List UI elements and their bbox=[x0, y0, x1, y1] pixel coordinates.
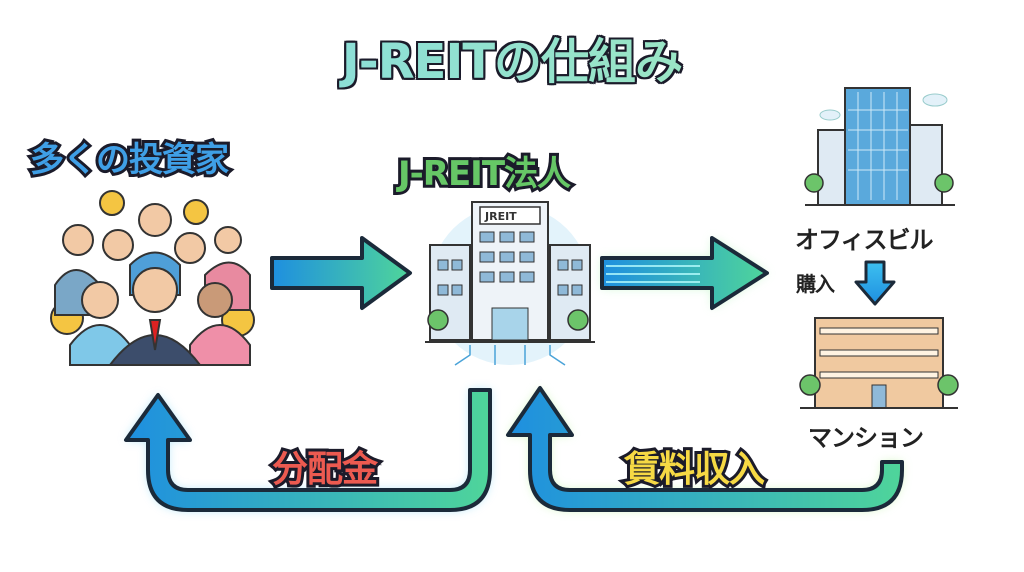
mansion-illustration bbox=[799, 317, 959, 409]
office-building-illustration bbox=[804, 87, 955, 206]
rent-income-label: 賃料収入 bbox=[621, 446, 768, 493]
page-title: J-REITの仕組み bbox=[0, 22, 1024, 92]
distribution-label: 分配金 bbox=[269, 446, 381, 493]
investors-label: 多くの投資家 bbox=[27, 137, 232, 183]
reit-building-sign: JREIT bbox=[485, 210, 517, 223]
reit-building-illustration bbox=[425, 201, 595, 366]
office-building-label: オフィスビル bbox=[793, 224, 937, 257]
purchase-arrow bbox=[854, 260, 896, 306]
purchase-label: 購入 bbox=[794, 270, 838, 299]
reit-label: J-REIT法人 bbox=[395, 151, 574, 197]
mansion-label: マンション bbox=[806, 422, 927, 455]
distribution-arrow bbox=[124, 388, 492, 512]
investment-arrow bbox=[270, 236, 412, 310]
rent-income-arrow bbox=[506, 386, 904, 512]
investors-illustration bbox=[50, 190, 255, 366]
acquisition-arrow bbox=[600, 236, 769, 310]
